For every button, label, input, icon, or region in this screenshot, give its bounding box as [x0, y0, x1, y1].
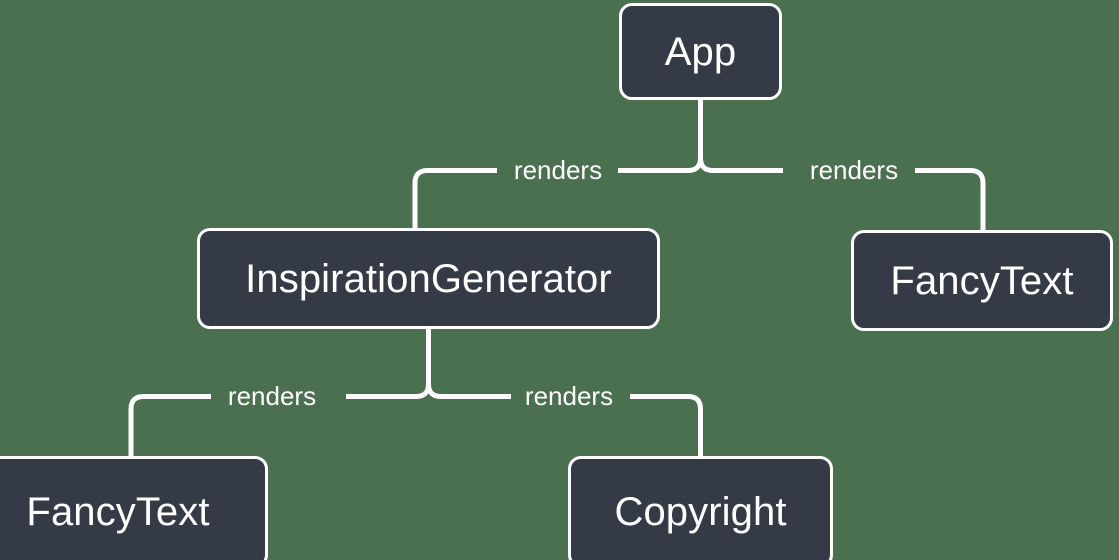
node-app-label: App	[664, 29, 737, 74]
connector-app-to-inspiration	[412, 168, 497, 228]
edge-label-inspirationgenerator-to-fancytext: renders	[227, 381, 317, 411]
node-fancytext-right-label: FancyText	[890, 258, 1074, 303]
connector-app-to-fancytext	[915, 168, 986, 230]
edge-label-inspirationgenerator-to-copyright: renders	[524, 381, 614, 411]
node-inspirationgenerator[interactable]: InspirationGenerator	[197, 228, 660, 329]
edge-label-app-to-inspirationgenerator: renders	[513, 155, 603, 185]
node-copyright[interactable]: Copyright	[568, 456, 833, 560]
node-fancytext-left[interactable]: FancyText	[0, 456, 268, 560]
connector-app-split-right	[698, 157, 783, 173]
connector-app-split-left	[618, 157, 703, 173]
edge-label-app-to-fancytext: renders	[809, 155, 899, 185]
node-app[interactable]: App	[619, 3, 782, 100]
connector-inspiration-to-copyright	[630, 394, 703, 456]
node-copyright-label: Copyright	[614, 490, 787, 534]
node-fancytext-left-label: FancyText	[26, 490, 210, 534]
connector-inspiration-split-left	[346, 383, 431, 399]
node-inspirationgenerator-label: InspirationGenerator	[245, 256, 612, 301]
node-fancytext-right[interactable]: FancyText	[851, 230, 1113, 331]
connector-inspiration-split-right	[426, 383, 511, 399]
connector-inspiration-to-fancytext	[128, 394, 211, 456]
